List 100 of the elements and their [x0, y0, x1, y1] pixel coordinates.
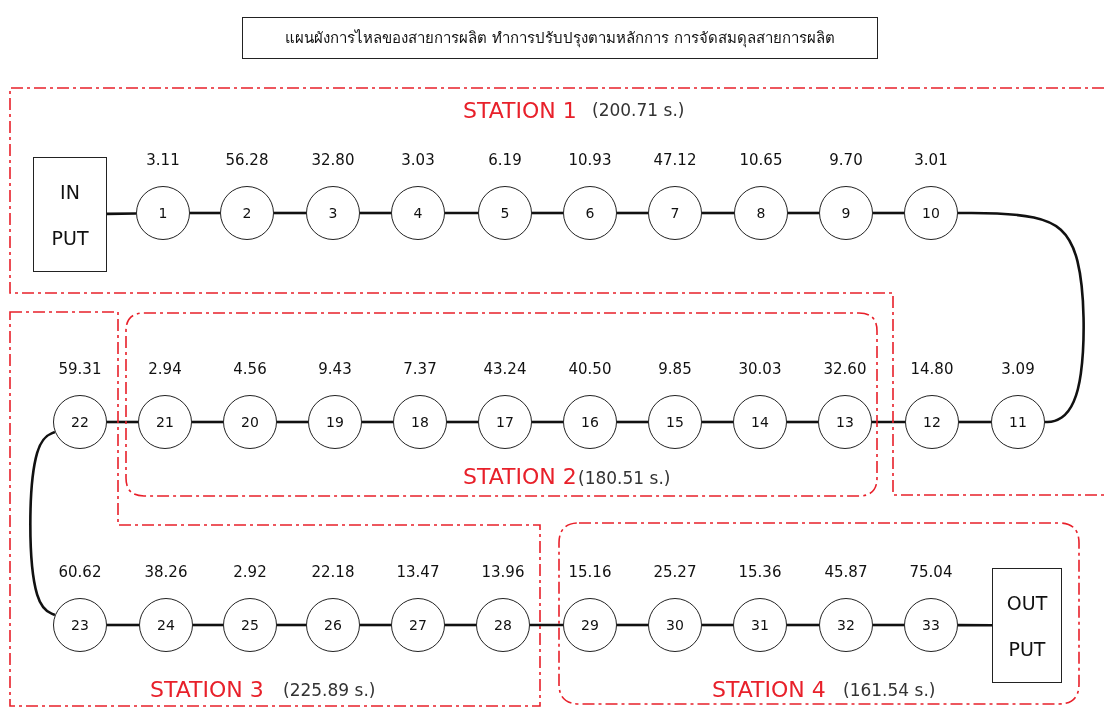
- process-circle: 18: [393, 395, 447, 449]
- cycle-time-label: 32.60: [822, 360, 868, 378]
- connector-line: [617, 211, 648, 215]
- connector-line: [958, 623, 992, 627]
- process-circle: 19: [308, 395, 362, 449]
- connector-line: [107, 212, 136, 216]
- connector-line: [360, 623, 391, 627]
- connector-line: [192, 420, 223, 424]
- cycle-time-label: 3.09: [1000, 360, 1036, 378]
- process-circle: 25: [223, 598, 277, 652]
- station-time: (200.71 s.): [592, 100, 685, 120]
- cycle-time-label: 2.94: [147, 360, 183, 378]
- connector-line: [445, 623, 476, 627]
- process-circle: 4: [391, 186, 445, 240]
- title: แผนผังการไหลของสายการผลิต ทำการปรับปรุงตามหลักการ การจัดสมดุลสายการผลิต: [242, 17, 878, 59]
- cycle-time-label: 9.43: [317, 360, 353, 378]
- cycle-time-label: 3.01: [913, 151, 949, 169]
- station-name: STATION 3: [150, 677, 264, 702]
- connector-line: [190, 211, 220, 215]
- process-circle: 30: [648, 598, 702, 652]
- process-circle: 24: [139, 598, 193, 652]
- cycle-time-label: 2.92: [232, 563, 268, 581]
- process-circle: 11: [991, 395, 1045, 449]
- connector-line: [532, 420, 563, 424]
- connector-line: [958, 211, 1085, 424]
- station-time: (161.54 s.): [843, 680, 936, 700]
- cycle-time-label: 7.37: [402, 360, 438, 378]
- process-circle: 14: [733, 395, 787, 449]
- connector-line: [873, 623, 904, 627]
- cycle-time-label: 60.62: [57, 563, 103, 581]
- cycle-time-label: 15.16: [567, 563, 613, 581]
- cycle-time-label: 45.87: [823, 563, 869, 581]
- connector-line: [530, 623, 563, 627]
- terminal-box: OUT PUT: [992, 568, 1062, 683]
- cycle-time-label: 10.93: [567, 151, 613, 169]
- connector-line: [362, 420, 393, 424]
- process-circle: 31: [733, 598, 787, 652]
- process-circle: 8: [734, 186, 788, 240]
- connector-line: [702, 211, 734, 215]
- cycle-time-label: 43.24: [482, 360, 528, 378]
- connector-line: [274, 211, 306, 215]
- cycle-time-label: 3.11: [145, 151, 181, 169]
- cycle-time-label: 56.28: [224, 151, 270, 169]
- terminal-box: IN PUT: [33, 157, 107, 272]
- station-time: (180.51 s.): [578, 468, 671, 488]
- process-circle: 22: [53, 395, 107, 449]
- process-circle: 29: [563, 598, 617, 652]
- station-name: STATION 1: [463, 98, 577, 123]
- connector-line: [532, 211, 563, 215]
- connector-line: [787, 623, 819, 627]
- process-circle: 12: [905, 395, 959, 449]
- cycle-time-label: 22.18: [310, 563, 356, 581]
- connector-line: [447, 420, 478, 424]
- cycle-time-label: 9.70: [828, 151, 864, 169]
- connector-line: [788, 211, 819, 215]
- cycle-time-label: 30.03: [737, 360, 783, 378]
- process-circle: 3: [306, 186, 360, 240]
- process-circle: 10: [904, 186, 958, 240]
- connector-line: [959, 420, 991, 424]
- process-circle: 23: [53, 598, 107, 652]
- connector-line: [617, 623, 648, 627]
- process-circle: 6: [563, 186, 617, 240]
- connector-line: [872, 420, 905, 424]
- process-circle: 5: [478, 186, 532, 240]
- cycle-time-label: 75.04: [908, 563, 954, 581]
- process-circle: 21: [138, 395, 192, 449]
- station-name: STATION 2: [463, 464, 577, 489]
- cycle-time-label: 9.85: [657, 360, 693, 378]
- process-circle: 32: [819, 598, 873, 652]
- cycle-time-label: 25.27: [652, 563, 698, 581]
- cycle-time-label: 32.80: [310, 151, 356, 169]
- cycle-time-label: 40.50: [567, 360, 613, 378]
- station-name: STATION 4: [712, 677, 826, 702]
- connector-line: [445, 211, 478, 215]
- connector-line: [277, 420, 308, 424]
- process-circle: 2: [220, 186, 274, 240]
- process-circle: 28: [476, 598, 530, 652]
- connector-line: [107, 623, 139, 627]
- connector-line: [617, 420, 648, 424]
- connector-line: [29, 430, 56, 617]
- connector-line: [277, 623, 306, 627]
- process-circle: 17: [478, 395, 532, 449]
- process-circle: 27: [391, 598, 445, 652]
- cycle-time-label: 6.19: [487, 151, 523, 169]
- process-circle: 16: [563, 395, 617, 449]
- process-circle: 13: [818, 395, 872, 449]
- connector-line: [873, 211, 904, 215]
- cycle-time-label: 3.03: [400, 151, 436, 169]
- cycle-time-label: 38.26: [143, 563, 189, 581]
- cycle-time-label: 10.65: [738, 151, 784, 169]
- cycle-time-label: 13.47: [395, 563, 441, 581]
- cycle-time-label: 4.56: [232, 360, 268, 378]
- connector-line: [702, 420, 733, 424]
- cycle-time-label: 47.12: [652, 151, 698, 169]
- process-circle: 33: [904, 598, 958, 652]
- connector-line: [702, 623, 733, 627]
- cycle-time-label: 13.96: [480, 563, 526, 581]
- cycle-time-label: 14.80: [909, 360, 955, 378]
- process-circle: 26: [306, 598, 360, 652]
- connector-line: [360, 211, 391, 215]
